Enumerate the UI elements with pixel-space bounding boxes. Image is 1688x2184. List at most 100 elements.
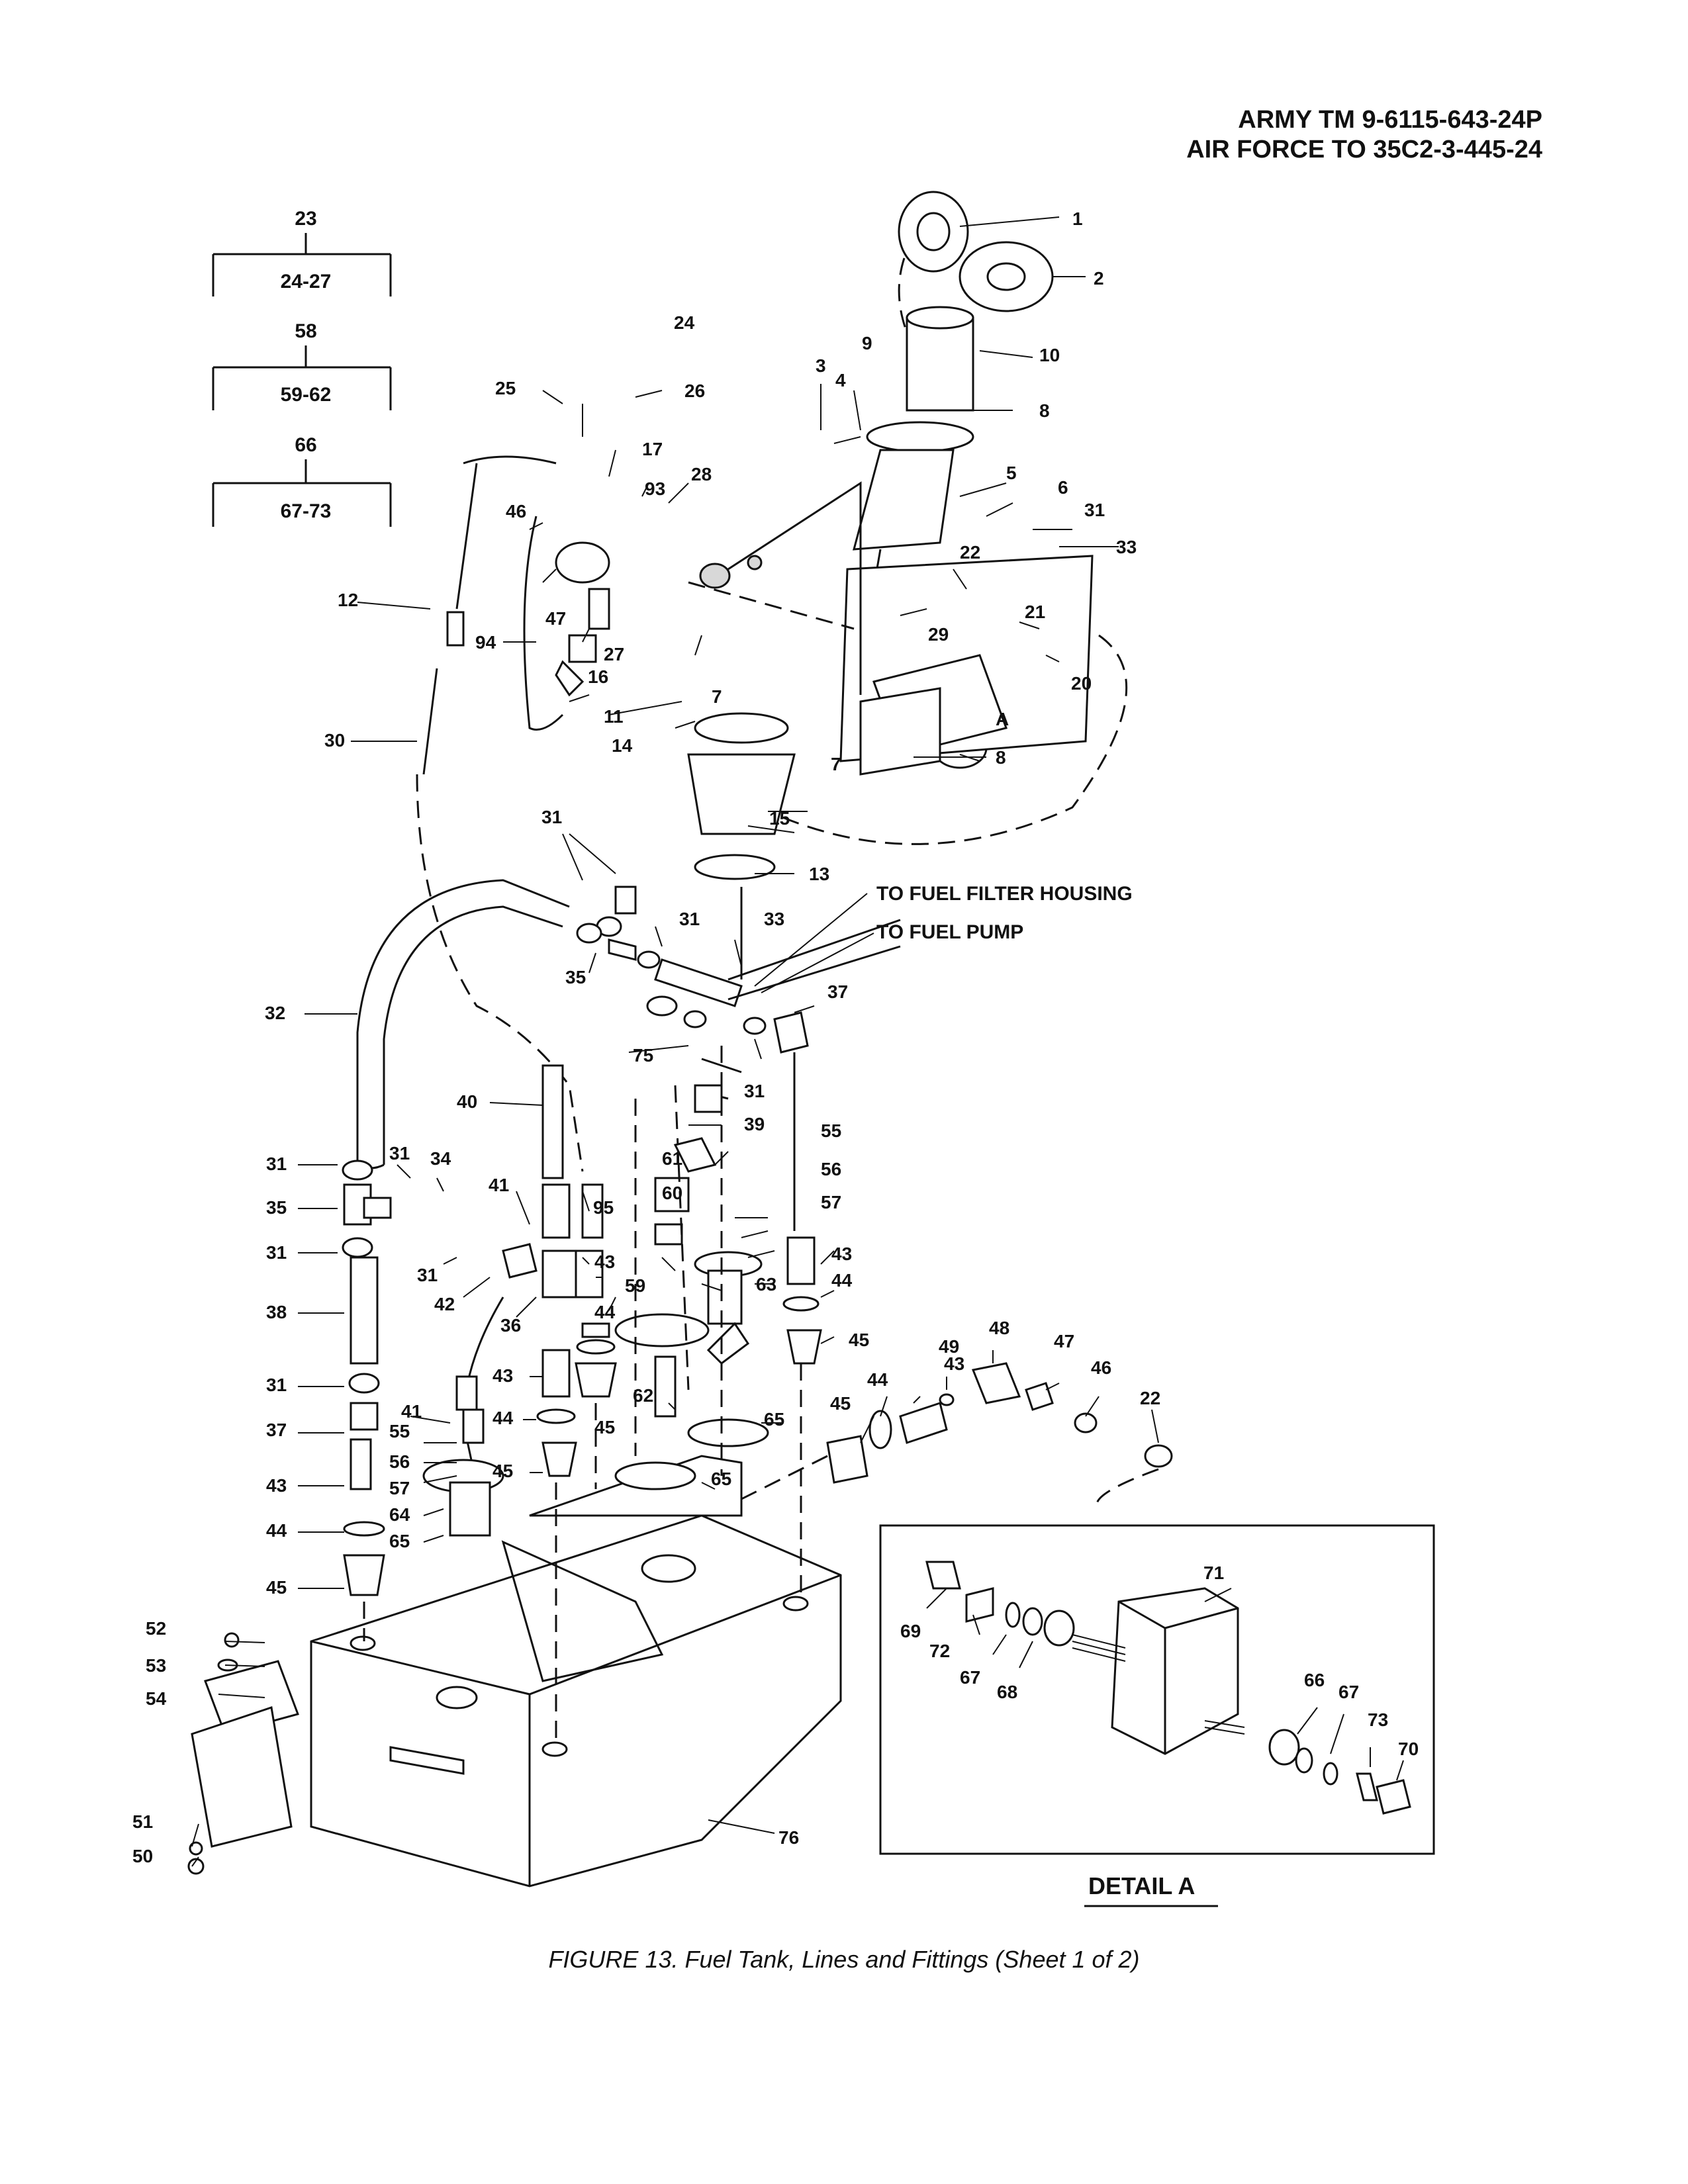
figure-caption: FIGURE 13. Fuel Tank, Lines and Fittings… (548, 1946, 1140, 1973)
callout-73: 73 (1368, 1709, 1388, 1730)
callout-45-a: 45 (849, 1330, 869, 1350)
callout-57-upper: 57 (821, 1192, 841, 1212)
callout-31-i: 31 (266, 1375, 287, 1395)
callout-72: 72 (929, 1641, 950, 1661)
callout-64: 64 (389, 1504, 410, 1525)
callout-61: 61 (662, 1148, 682, 1169)
callout-76: 76 (778, 1827, 799, 1848)
callout-65-a: 65 (764, 1409, 784, 1430)
callout-94: 94 (475, 632, 496, 653)
tree-bracket-58 (212, 345, 392, 410)
callout-31-b: 31 (541, 807, 562, 827)
callout-8-lower: 8 (996, 747, 1006, 768)
callout-56-upper: 56 (821, 1159, 841, 1179)
callout-43-c: 43 (492, 1365, 513, 1386)
callout-14: 14 (612, 735, 633, 756)
callout-59: 59 (625, 1275, 645, 1296)
callout-45-e: 45 (266, 1577, 287, 1598)
callout-16: 16 (588, 666, 608, 687)
pickup-assembly (614, 1046, 769, 1490)
callout-31-h: 31 (417, 1265, 438, 1285)
callout-37-lower: 37 (266, 1420, 287, 1440)
callout-17: 17 (642, 439, 663, 459)
callout-41-upper: 41 (489, 1175, 509, 1195)
callout-7-upper: 7 (712, 686, 722, 707)
assembly-tree: 23 24-27 58 59-62 66 67-73 (212, 208, 392, 527)
callout-6: 6 (1058, 477, 1068, 498)
callout-31-g: 31 (266, 1242, 287, 1263)
callout-26: 26 (684, 381, 705, 401)
header-air-force-to: AIR FORCE TO 35C2-3-445-24 (1186, 136, 1542, 163)
callout-13: 13 (809, 864, 829, 884)
callout-35-upper: 35 (565, 967, 586, 987)
callout-44-b: 44 (831, 1270, 853, 1291)
callout-25: 25 (495, 378, 516, 398)
header-army-tm: ARMY TM 9-6115-643-24P (1238, 106, 1542, 134)
callout-41-lower: 41 (401, 1401, 422, 1422)
callouts: 1 2 3 4 5 6 7 7 8 8 9 10 11 12 13 14 15 … (132, 208, 1419, 1866)
callout-43-b: 43 (831, 1244, 852, 1264)
callout-71: 71 (1203, 1563, 1224, 1583)
tree-children-59-62: 59-62 (281, 384, 332, 406)
detail-a-title: DETAIL A (1088, 1872, 1195, 1899)
callout-11: 11 (604, 706, 624, 727)
callout-46-lower: 46 (1091, 1357, 1111, 1378)
callout-52: 52 (146, 1618, 166, 1639)
tree-children-24-27: 24-27 (281, 271, 332, 293)
callout-47-upper: 47 (545, 608, 566, 629)
callout-38: 38 (266, 1302, 287, 1322)
callout-15: 15 (769, 808, 790, 829)
callout-49: 49 (939, 1336, 959, 1357)
tree-bracket-23 (212, 233, 392, 296)
detail-a-inset (879, 1524, 1435, 1907)
tree-parent-66: 66 (295, 434, 316, 456)
callout-66: 66 (1304, 1670, 1325, 1690)
tree-bracket-66 (212, 459, 392, 527)
callout-3: 3 (816, 355, 826, 376)
callout-67-a: 67 (960, 1667, 980, 1688)
callout-56-lower: 56 (389, 1451, 410, 1472)
leader-lines (191, 216, 1404, 1867)
callout-10: 10 (1039, 345, 1060, 365)
fuel-tank (310, 1455, 842, 1888)
callout-43-e: 43 (266, 1475, 287, 1496)
note-to-fuel-pump: TO FUEL PUMP (876, 921, 1023, 943)
callout-33-upper: 33 (1116, 537, 1137, 557)
callout-70: 70 (1398, 1739, 1419, 1759)
callout-21: 21 (1025, 602, 1045, 622)
callout-53: 53 (146, 1655, 166, 1676)
sending-unit-top (687, 687, 941, 979)
mounting-bracket (187, 1632, 299, 1875)
callout-31-f: 31 (389, 1143, 410, 1163)
centre-fittings (422, 1064, 617, 1741)
callout-63: 63 (756, 1274, 776, 1295)
callout-22-upper: 22 (960, 542, 980, 563)
callout-65-c: 65 (389, 1531, 410, 1551)
callout-48: 48 (989, 1318, 1009, 1338)
callout-55-upper: 55 (821, 1120, 841, 1141)
callout-31-e: 31 (266, 1154, 287, 1174)
callout-46-upper: 46 (506, 501, 526, 522)
callout-31-a: 31 (1084, 500, 1105, 520)
callout-69: 69 (900, 1621, 921, 1641)
callout-4: 4 (835, 370, 846, 390)
left-fitting-stack (342, 879, 570, 1641)
return-lines (416, 455, 610, 1172)
callout-45-b: 45 (594, 1417, 615, 1437)
callout-44-e: 44 (266, 1520, 287, 1541)
callout-5: 5 (1006, 463, 1017, 483)
callout-12: 12 (338, 590, 358, 610)
callout-67-b: 67 (1338, 1682, 1359, 1702)
callout-62: 62 (633, 1385, 653, 1406)
callout-43-a: 43 (594, 1251, 615, 1272)
callout-37-upper: 37 (827, 981, 848, 1002)
callout-31-d: 31 (744, 1081, 765, 1101)
callout-31-c: 31 (679, 909, 700, 929)
callout-1: 1 (1072, 208, 1083, 229)
callout-36: 36 (500, 1315, 521, 1336)
callout-a: A (996, 709, 1009, 729)
callout-2: 2 (1094, 268, 1104, 289)
callout-75: 75 (633, 1045, 653, 1066)
detail-a-frame (879, 1524, 1435, 1855)
callout-44-c: 44 (492, 1408, 514, 1428)
